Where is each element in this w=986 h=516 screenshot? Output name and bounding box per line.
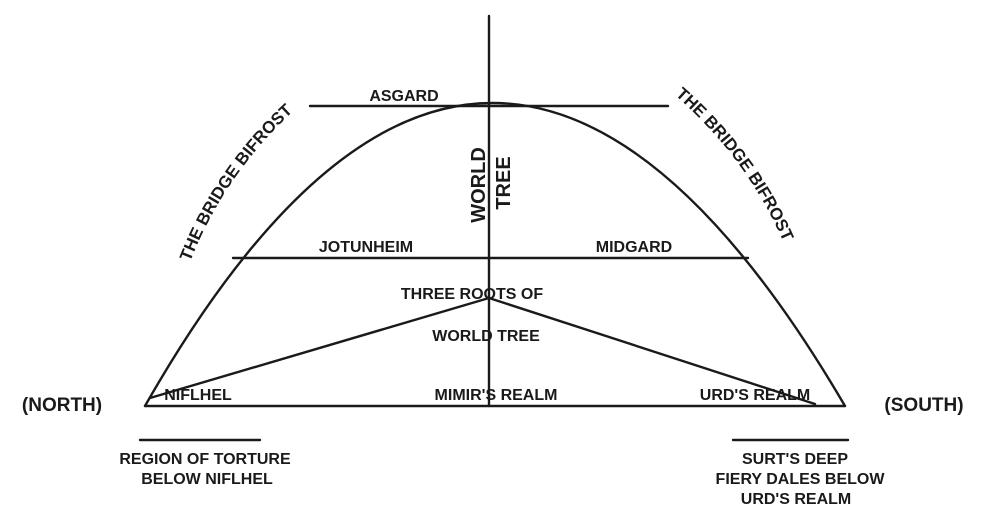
urds-realm-label: URD'S REALM (700, 387, 810, 404)
root-to-urd (487, 296, 817, 406)
north-label: (NORTH) (22, 395, 102, 416)
torture-line2: BELOW NIFLHEL (141, 471, 273, 488)
bifrost-left-label: THE BRIDGE BIFROST (176, 100, 296, 264)
world-label: WORLD (468, 147, 490, 223)
surt-line3: URD'S REALM (741, 491, 851, 508)
torture-line1: REGION OF TORTURE (119, 451, 291, 468)
root-to-niflhel (148, 296, 491, 400)
three-roots-label: THREE ROOTS OF (401, 286, 543, 303)
midgard-label: MIDGARD (596, 239, 672, 256)
bifrost-right-label: THE BRIDGE BIFROST (672, 84, 797, 244)
surt-line1: SURT'S DEEP (742, 451, 848, 468)
south-label: (SOUTH) (884, 395, 963, 416)
niflhel-label: NIFLHEL (164, 387, 232, 404)
mimirs-realm-label: MIMIR'S REALM (435, 387, 558, 404)
world-tree-roots-label: WORLD TREE (432, 328, 540, 345)
surt-line2: FIERY DALES BELOW (716, 471, 886, 488)
tree-label: TREE (493, 156, 515, 209)
bifrost-arch (143, 102, 847, 408)
asgard-label: ASGARD (369, 88, 438, 105)
jotunheim-label: JOTUNHEIM (319, 239, 413, 256)
